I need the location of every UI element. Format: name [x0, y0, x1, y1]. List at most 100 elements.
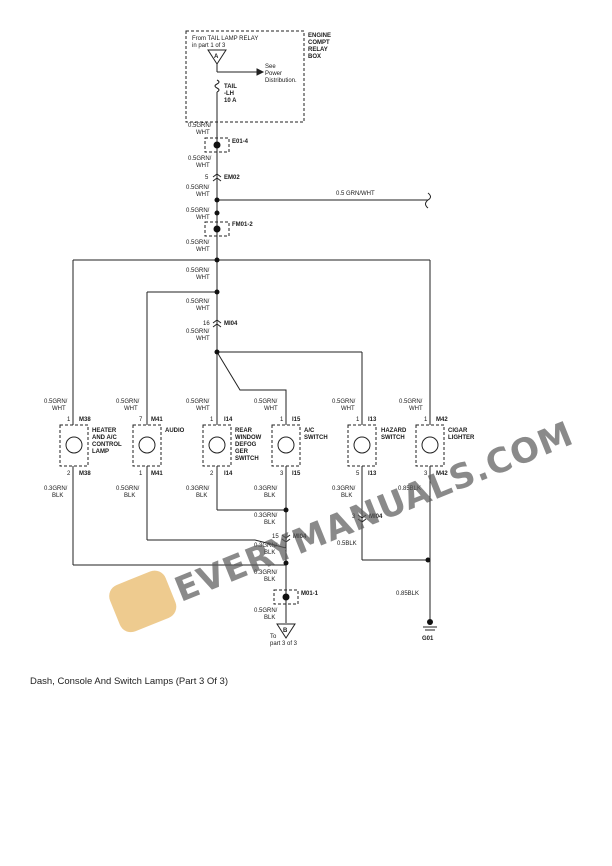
pin-label: 5: [356, 471, 360, 477]
wire-label: WHT: [409, 406, 423, 412]
wire-label: 0.5GRN/: [186, 399, 210, 405]
fuse-label-1: TAIL: [224, 84, 237, 90]
connector-label: I14: [224, 417, 233, 423]
pin-label: 2: [67, 471, 71, 477]
lamp-name: HAZARD: [381, 428, 407, 434]
wire-label: 0.3GRN/: [254, 513, 278, 519]
ground-label: G01: [422, 636, 434, 642]
junction-dots: [213, 141, 433, 625]
wire-label: BLK: [264, 577, 275, 583]
connector-em02-label: EM02: [224, 175, 240, 181]
pin-b-label: B: [283, 628, 288, 634]
wire-label: 0.5GRN/: [186, 329, 210, 335]
wire-label: BLK: [341, 493, 352, 499]
lamp-name: LIGHTER: [448, 435, 475, 441]
bulb-icon: [277, 436, 295, 454]
pin-label: 7: [139, 417, 143, 423]
wire-label: WHT: [124, 406, 138, 412]
em02-pin: 5: [205, 175, 209, 181]
lamp-name: A/C: [304, 428, 315, 434]
pin-label: 2: [210, 471, 214, 477]
wire-label: 0.85BLK: [396, 591, 419, 597]
pin-label: 1: [210, 417, 214, 423]
wire-label: WHT: [196, 247, 210, 253]
wire-label: 0.5GRN/: [188, 123, 212, 129]
connector-label: M42: [436, 417, 448, 423]
wire-label: 0.85BLK: [398, 486, 421, 492]
relay-box-title-1: ENGINE: [308, 33, 331, 39]
relay-box-outline: [185, 30, 305, 123]
wire-label: 0.5GRN/: [399, 399, 423, 405]
pin-b-triangle: [276, 623, 296, 639]
connector-label: M38: [79, 417, 91, 423]
wire-label: BLK: [264, 550, 275, 556]
wire-label: 0.3GRN/: [44, 486, 68, 492]
pin-label: 1: [67, 417, 71, 423]
relay-from-label: From TAIL LAMP RELAY: [192, 36, 258, 42]
wire-label: BLK: [52, 493, 63, 499]
wire-label: 0.5GRN/: [186, 185, 210, 191]
connector-label: I15: [292, 417, 301, 423]
relay-box-title-3: RELAY: [308, 47, 328, 53]
wire-label: BLK: [196, 493, 207, 499]
bulb-icon: [208, 436, 226, 454]
connector-m01-label: M01-1: [301, 591, 319, 597]
connector-mi04-top-label: MI04: [224, 321, 238, 327]
i13-pin: 3: [352, 514, 356, 520]
wire-label: WHT: [196, 406, 210, 412]
lamp-name: REAR: [235, 428, 253, 434]
wire-label: 0.3GRN/: [186, 486, 210, 492]
relay-box-title-4: BOX: [308, 54, 321, 60]
pin-a-triangle: [207, 49, 227, 65]
lamp-name: CIGAR: [448, 428, 468, 434]
wire-label: WHT: [196, 215, 210, 221]
lamp-name: DEFOG: [235, 442, 257, 448]
wire-label: WHT: [341, 406, 355, 412]
wire-label: 0.5GRN/: [188, 156, 212, 162]
lamp-name: SWITCH: [235, 456, 259, 462]
fuse-label-3: 10 A: [224, 98, 237, 104]
see-note-2: Power: [265, 71, 282, 77]
fuse-label-2: -LH: [224, 91, 234, 97]
wire-label: 0.5GRN/: [332, 399, 356, 405]
connector-label: M41: [151, 471, 163, 477]
connector-i13-label: MI04: [369, 514, 383, 520]
connector-fm01-box: [204, 221, 230, 237]
mi04-bot-pin: 15: [272, 534, 279, 540]
watermark: EVERYMANUALS.COM: [109, 414, 579, 633]
connector-label: I15: [292, 471, 301, 477]
wire-label: WHT: [196, 336, 210, 342]
relay-box-title-2: COMPT: [308, 40, 330, 46]
wire-label: BLK: [264, 615, 275, 621]
wire-label: WHT: [52, 406, 66, 412]
wire-label: WHT: [196, 275, 210, 281]
wire-label: 0.5GRN/: [254, 399, 278, 405]
lamp-name: AUDIO: [165, 428, 185, 434]
mi04-top-pin: 16: [203, 321, 210, 327]
lamp-box-cigar: [415, 424, 445, 467]
relay-from-label-2: in part 1 of 3: [192, 43, 226, 49]
wire-label: 0.5GRN/: [116, 486, 140, 492]
connector-label: M42: [436, 471, 448, 477]
wire-label: WHT: [196, 130, 210, 136]
wire-label: 0.5GRN/: [186, 268, 210, 274]
watermark-logo-icon: [109, 570, 177, 633]
lamp-box-ac: [271, 424, 301, 467]
bulb-icon: [421, 436, 439, 454]
see-note-3: Distribution.: [265, 78, 297, 84]
wire-label: 0.5BLK: [337, 541, 357, 547]
to-part-label-2: part 3 of 3: [270, 641, 298, 647]
pin-label: 1: [356, 417, 360, 423]
wire-label: 0.5GRN/: [186, 240, 210, 246]
wire-label: WHT: [196, 306, 210, 312]
connector-m01-box: [273, 589, 299, 605]
connector-e01-box: [204, 137, 230, 153]
connector-e01-label: E01-4: [232, 139, 249, 145]
wire-label: 0.5GRN/: [186, 299, 210, 305]
wire-label: 0.3GRN/: [254, 486, 278, 492]
lamp-name: AND A/C: [92, 435, 117, 441]
wire-label: 0.5GRN/: [186, 208, 210, 214]
wire-label: WHT: [264, 406, 278, 412]
connector-label: I14: [224, 471, 233, 477]
